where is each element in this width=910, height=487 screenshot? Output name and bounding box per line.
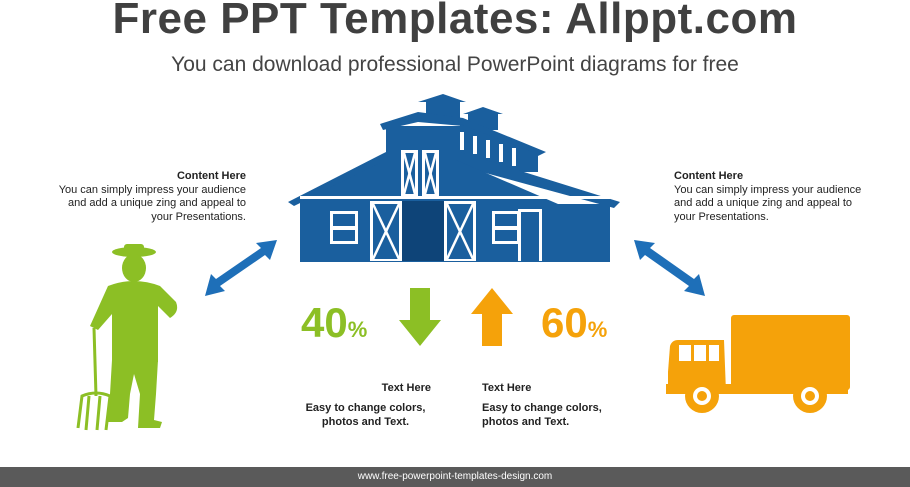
up-arrow-icon	[471, 288, 513, 346]
farmer-icon	[76, 244, 178, 431]
page-title: Free PPT Templates: Allppt.com	[112, 0, 798, 43]
left-percentage: 40%	[301, 302, 367, 351]
right-percentage-value: 60	[541, 299, 588, 346]
right-text-body: Easy to change colors, photos and Text.	[482, 402, 602, 428]
footer-bar: www.free-powerpoint-templates-design.com	[0, 467, 910, 487]
right-content-block: Content Here You can simply impress your…	[674, 170, 874, 224]
left-text-heading: Text Here	[381, 382, 431, 394]
right-text-heading: Text Here	[482, 382, 532, 394]
footer-link[interactable]: www.free-powerpoint-templates-design.com	[357, 471, 553, 482]
left-percentage-sign: %	[347, 317, 368, 342]
truck-icon	[666, 315, 850, 413]
right-percentage-sign: %	[587, 317, 608, 342]
left-text-block: Text Here Easy to change colors, photos …	[300, 381, 431, 429]
double-arrow-icon	[634, 240, 705, 296]
barn-icon	[288, 94, 620, 262]
page-subtitle: You can download professional PowerPoint…	[171, 53, 739, 76]
down-arrow-icon	[399, 288, 441, 346]
left-percentage-value: 40	[301, 299, 348, 346]
left-text-body: Easy to change colors, photos and Text.	[305, 402, 426, 428]
right-percentage: 60%	[541, 302, 607, 351]
right-content-body: You can simply impress your audience and…	[674, 183, 862, 223]
right-text-block: Text Here Easy to change colors, photos …	[482, 381, 622, 429]
left-content-body: You can simply impress your audience and…	[58, 183, 246, 223]
right-content-heading: Content Here	[674, 170, 744, 182]
left-content-heading: Content Here	[176, 170, 246, 182]
left-content-block: Content Here You can simply impress your…	[58, 170, 246, 224]
double-arrow-icon	[205, 240, 277, 296]
